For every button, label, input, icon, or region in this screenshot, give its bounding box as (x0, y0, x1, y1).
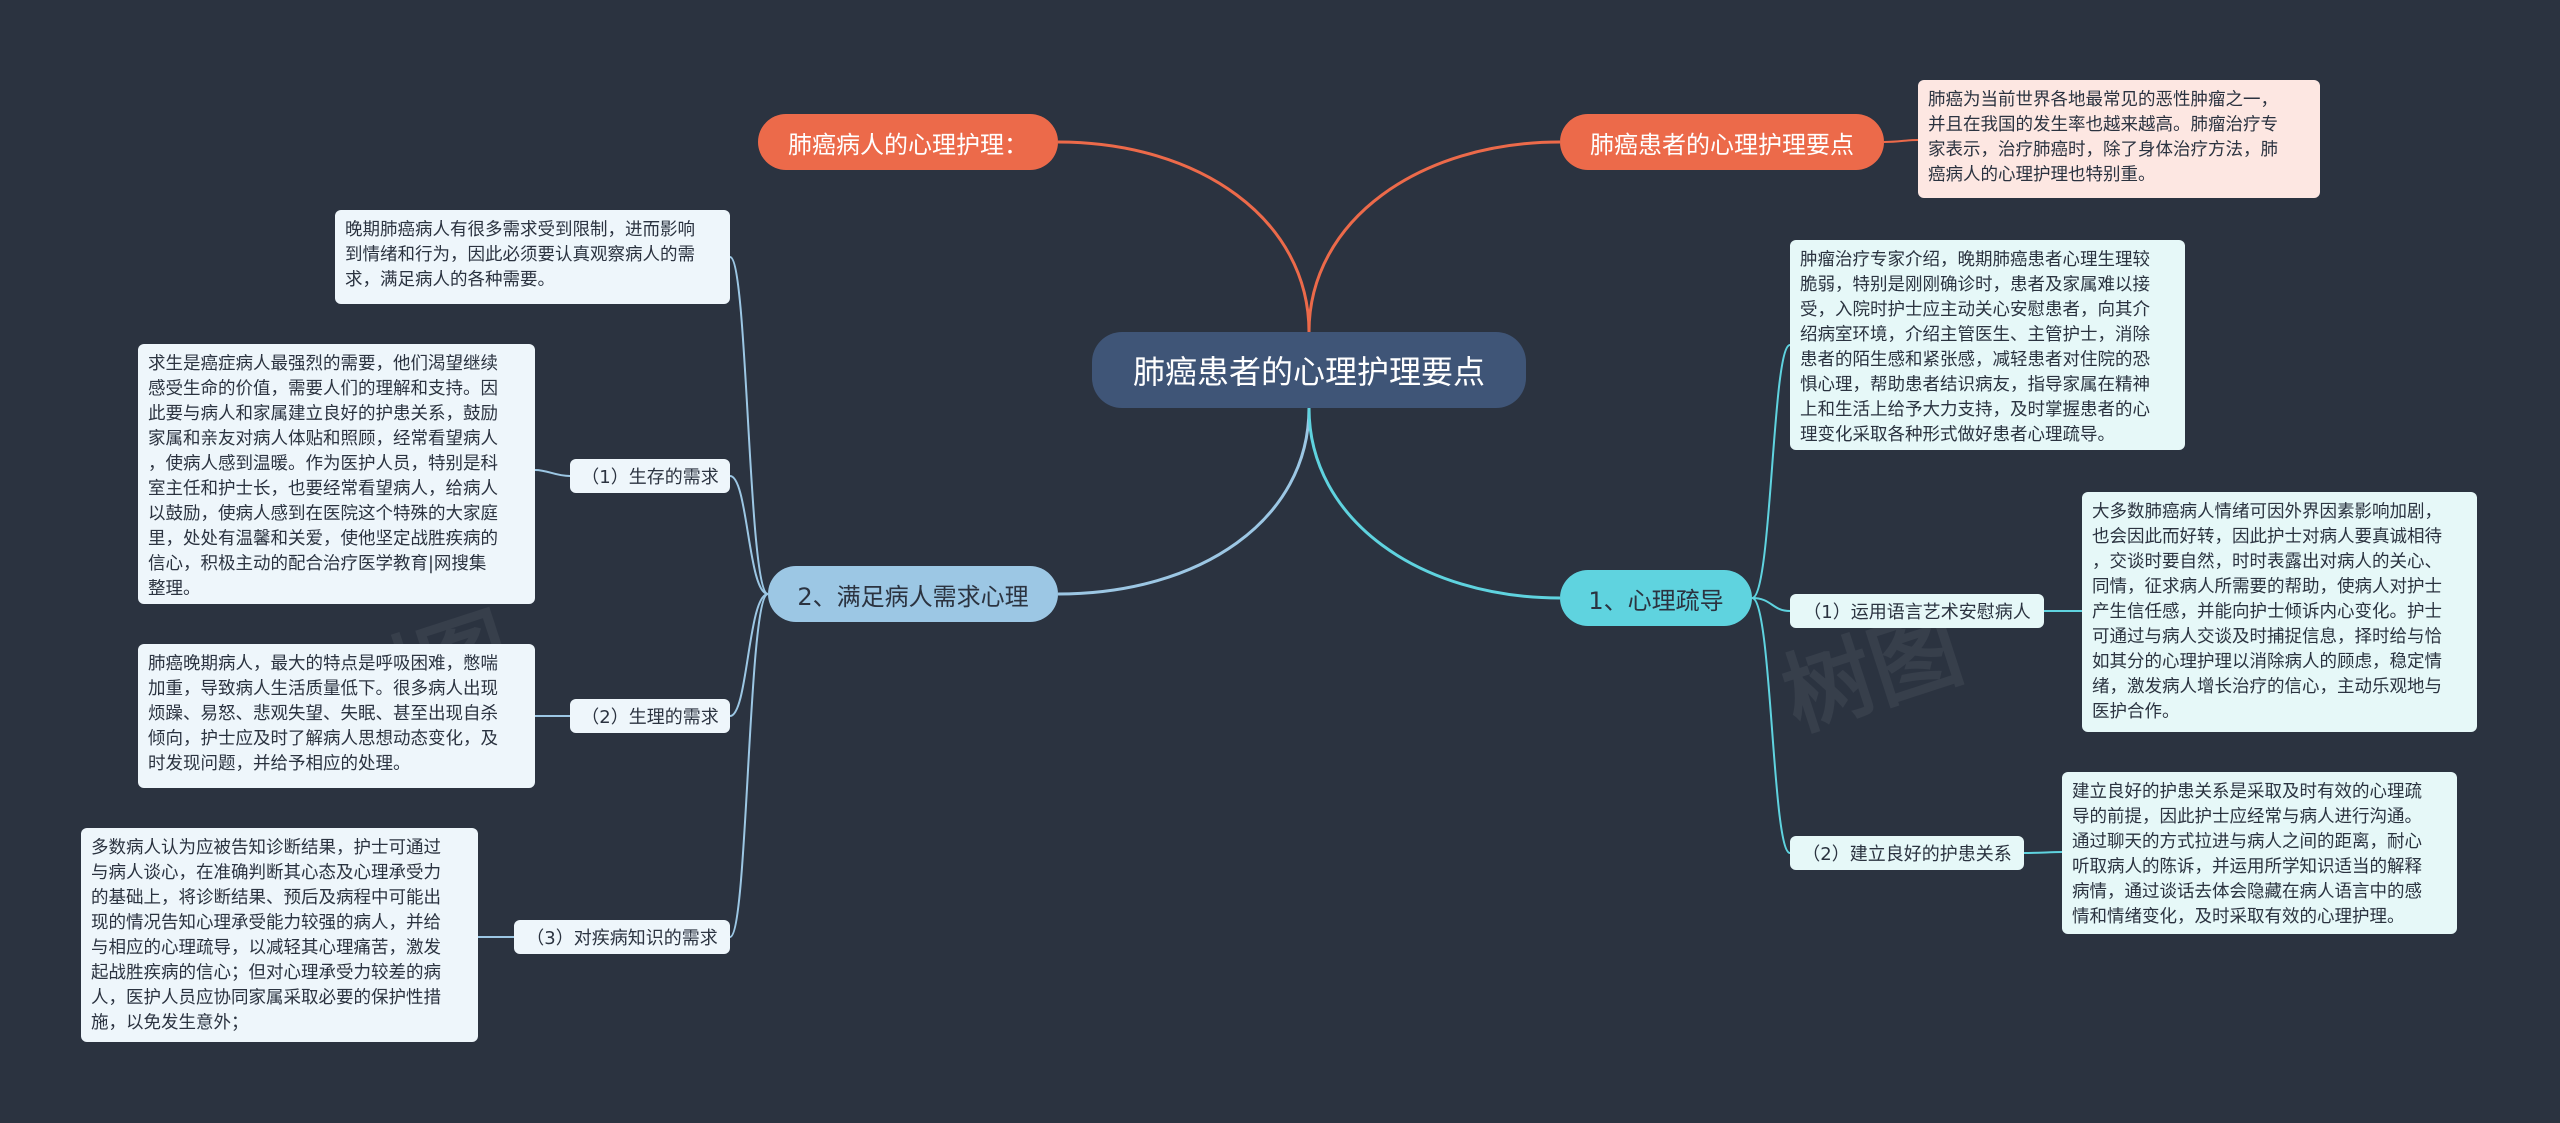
link-right-main-sub1 (1751, 597, 1791, 612)
link-left-main-sub3 (729, 593, 769, 938)
branch-counseling[interactable]: 1、心理疏导 (1560, 570, 1752, 626)
link-top-right-text (1883, 139, 1919, 143)
physiological-need-text: 肺癌晚期病人，最大的特点是呼吸困难，憋喘 加重，导致病人生活质量低下。很多病人出… (138, 644, 535, 788)
sub-language-comfort[interactable]: （1）运用语言艺术安慰病人 (1790, 594, 2044, 628)
branch-psych-care[interactable]: 肺癌病人的心理护理： (758, 114, 1058, 170)
link-root-top-left (1057, 140, 1311, 333)
sub-nurse-patient-relation[interactable]: （2）建立良好的护患关系 (1790, 836, 2024, 870)
sub-disease-knowledge-need[interactable]: （3）对疾病知识的需求 (514, 920, 730, 954)
link-root-right-main (1307, 407, 1561, 600)
branch-key-points[interactable]: 肺癌患者的心理护理要点 (1560, 114, 1884, 170)
link-left-main-sub1 (729, 475, 769, 595)
language-comfort-text: 大多数肺癌病人情绪可因外界因素影响加剧， 也会因此而好转，因此护士对病人要真诚相… (2082, 492, 2477, 732)
link-right-main-sub2 (1751, 597, 1791, 854)
disease-knowledge-need-text: 多数病人认为应被告知诊断结果，护士可通过 与病人谈心，在准确判断其心态及心理承受… (81, 828, 478, 1042)
nurse-patient-relation-text: 建立良好的护患关系是采取及时有效的心理疏 导的前提，因此护士应经常与病人进行沟通… (2062, 772, 2457, 934)
branch-meet-needs[interactable]: 2、满足病人需求心理 (768, 566, 1058, 622)
link-root-left-main (1057, 407, 1311, 596)
key-points-text: 肺癌为当前世界各地最常见的恶性肿瘤之一， 并且在我国的发生率也越来越高。肺瘤治疗… (1918, 80, 2320, 198)
meet-needs-intro-text: 晚期肺癌病人有很多需求受到限制，进而影响 到情绪和行为，因此必须要认真观察病人的… (335, 210, 730, 304)
link-root-top-right (1307, 140, 1561, 333)
sub-survival-need[interactable]: （1）生存的需求 (570, 459, 730, 493)
sub-physiological-need[interactable]: （2）生理的需求 (570, 699, 730, 733)
root-topic[interactable]: 肺癌患者的心理护理要点 (1092, 332, 1526, 408)
link-right-main-intro (1751, 344, 1791, 599)
link-left-main-sub2 (729, 593, 769, 717)
link-sub1-text (534, 469, 571, 477)
link-sub2r-text (2023, 851, 2063, 854)
survival-need-text: 求生是癌症病人最强烈的需要，他们渴望继续 感受生命的价值，需要人们的理解和支持。… (138, 344, 535, 604)
counseling-intro-text: 肿瘤治疗专家介绍，晚期肺癌患者心理生理较 脆弱，特别是刚刚确诊时，患者及家属难以… (1790, 240, 2185, 450)
link-left-main-intro (729, 256, 769, 595)
